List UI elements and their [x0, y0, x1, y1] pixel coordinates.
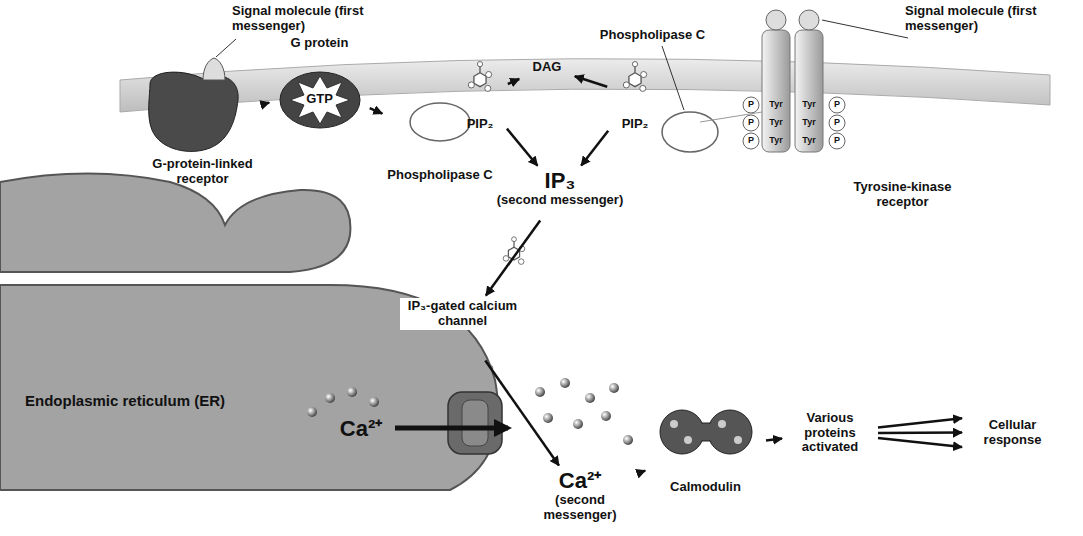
calcium-ion: [585, 393, 595, 403]
arrow: [485, 361, 559, 466]
arrow: [638, 471, 645, 474]
step-text: Cellular response: [965, 405, 1060, 460]
molecule: DAG: [522, 56, 572, 78]
arrow: [878, 431, 962, 434]
node-label: Phospholipase C: [387, 168, 492, 183]
callout: Signal molecule (first messenger): [905, 4, 1040, 34]
node-label: G protein: [272, 36, 367, 51]
calcium-ion: [609, 383, 619, 393]
phosphate: P: [830, 99, 844, 109]
node-label: Phospholipase C: [600, 28, 705, 43]
arrow: [486, 220, 540, 295]
enzyme: Phospholipase C: [590, 26, 715, 44]
tyrosine: Tyr: [796, 135, 822, 145]
arrow: [507, 129, 538, 166]
calcium-ion: [347, 387, 357, 397]
channel: IP₃-gated calcium channel: [400, 298, 525, 358]
step-text: Various proteins activated: [785, 403, 875, 463]
calcium-ion: [623, 435, 633, 445]
tyrosine: Tyr: [763, 99, 789, 109]
bound-calcium: [734, 436, 742, 444]
calcium-ion: [535, 387, 545, 397]
receptor: G-protein-linked receptor: [140, 62, 265, 187]
node-label: G-protein-linked receptor: [140, 157, 265, 187]
phosphate: P: [744, 135, 758, 145]
node-label: Endoplasmic reticulum (ER): [25, 392, 305, 409]
arrow: [878, 418, 962, 427]
molecule: PIP₂: [455, 60, 505, 132]
tyrosine: Tyr: [763, 135, 789, 145]
node-label: IP₃: [545, 168, 576, 193]
second-messenger: IP₃(second messenger): [495, 168, 625, 218]
node-label: PIP₂: [622, 117, 649, 132]
phosphate: P: [744, 117, 758, 127]
arrow: [370, 108, 383, 114]
node-label: Cellular response: [965, 418, 1060, 448]
arrow: [581, 131, 608, 166]
arrow: [508, 79, 519, 84]
calcium-ion: [325, 393, 335, 403]
node-label: PIP₂: [467, 117, 494, 132]
node-label: DAG: [533, 60, 562, 75]
phosphate: P: [830, 135, 844, 145]
node-label: Ca²⁺: [559, 468, 601, 493]
calcium-ion: [573, 419, 583, 429]
tyrosine: Tyr: [796, 99, 822, 109]
tyrosine: Tyr: [763, 117, 789, 127]
calcium-ion: [307, 407, 317, 417]
enzyme: Phospholipase C: [385, 95, 495, 183]
node-label: Various proteins activated: [785, 411, 875, 456]
bound-calcium: [670, 420, 678, 428]
arrow: [766, 439, 782, 441]
calcium-ion: [601, 411, 611, 421]
node-sublabel: (second messenger): [497, 193, 623, 208]
node-sublabel: Ca²⁺: [330, 416, 392, 441]
protein: Calmodulin: [648, 400, 763, 495]
molecule: PIP₂: [610, 60, 660, 132]
node-label: Calmodulin: [670, 480, 741, 495]
node-sublabel: (second messenger): [525, 493, 635, 523]
node-sublabel: GTP: [297, 92, 342, 107]
second-messenger: Ca²⁺(second messenger): [525, 468, 635, 523]
phosphate: P: [830, 117, 844, 127]
node-label: Tyrosine-kinase receptor: [845, 180, 960, 210]
arrow: [575, 76, 607, 87]
g-protein: G proteinGTP: [272, 36, 367, 136]
arrow: [268, 101, 269, 104]
phosphate: P: [744, 99, 758, 109]
calcium-ion: [543, 413, 553, 423]
node-label: IP₃-gated calcium channel: [400, 298, 525, 330]
calcium-ion: [369, 397, 379, 407]
callout: Signal molecule (first messenger): [232, 4, 367, 34]
arrow: [878, 438, 962, 447]
bound-calcium: [718, 420, 726, 428]
bound-calcium: [684, 436, 692, 444]
organelle: Endoplasmic reticulum (ER)Ca²⁺IP₃-gated …: [0, 180, 505, 492]
calcium-ion: [560, 378, 570, 388]
receptor: Tyrosine-kinase receptor: [845, 170, 960, 210]
tyrosine: Tyr: [796, 117, 822, 127]
